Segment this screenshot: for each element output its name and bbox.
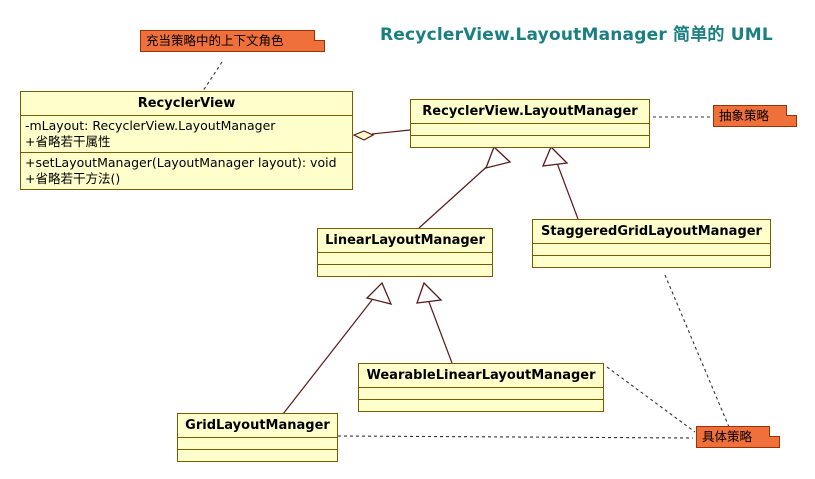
- class-attributes-gridlayoutmanager: [178, 438, 337, 450]
- class-attributes-staggeredgridlayoutmanager: [533, 244, 770, 256]
- class-box-gridlayoutmanager[interactable]: GridLayoutManager: [177, 413, 338, 462]
- note-fold-corner-icon: [786, 105, 797, 116]
- class-name-gridlayoutmanager: GridLayoutManager: [178, 414, 337, 438]
- note-context-role-label: 充当策略中的上下文角色: [146, 33, 284, 48]
- attribute-row: -mLayout: RecyclerView.LayoutManager: [25, 118, 276, 133]
- note-fold-corner-icon: [769, 426, 780, 437]
- edge-note-grid-concrete: [337, 435, 694, 439]
- edge-note-staggered-concrete: [664, 274, 730, 428]
- class-box-staggeredgridlayoutmanager[interactable]: StaggeredGridLayoutManager: [532, 219, 771, 268]
- class-box-linearlayoutmanager[interactable]: LinearLayoutManager: [317, 228, 493, 277]
- class-methods-staggeredgridlayoutmanager: [533, 256, 770, 267]
- class-methods-layoutmanager: [411, 136, 649, 147]
- class-attributes-layoutmanager: [411, 124, 649, 136]
- class-attributes-recyclerview: -mLayout: RecyclerView.LayoutManager +省略…: [21, 116, 352, 153]
- edge-note-context-recyclerview: [202, 61, 223, 92]
- class-box-recyclerview[interactable]: RecyclerView -mLayout: RecyclerView.Layo…: [20, 91, 353, 190]
- class-attributes-wearablelinearlayoutmanager: [359, 388, 603, 400]
- note-fold-corner-icon: [314, 30, 325, 41]
- class-methods-gridlayoutmanager: [178, 450, 337, 461]
- class-name-wearablelinearlayoutmanager: WearableLinearLayoutManager: [359, 364, 603, 388]
- class-name-linearlayoutmanager: LinearLayoutManager: [318, 229, 492, 253]
- method-row: +setLayoutManager(LayoutManager layout):…: [25, 155, 337, 170]
- class-methods-wearablelinearlayoutmanager: [359, 400, 603, 411]
- attribute-row: +省略若干属性: [25, 134, 111, 149]
- edge-aggregation-recyclerview-layoutmanager: [352, 129, 411, 141]
- note-concrete-strategy-label: 具体策略: [702, 429, 753, 444]
- note-abstract-strategy-label: 抽象策略: [719, 108, 770, 123]
- class-name-layoutmanager: RecyclerView.LayoutManager: [411, 100, 649, 124]
- note-context-role: 充当策略中的上下文角色: [140, 30, 325, 52]
- edge-generalization-wearable-linear: [416, 281, 453, 364]
- class-name-recyclerview: RecyclerView: [21, 92, 352, 116]
- note-abstract-strategy: 抽象策略: [713, 105, 797, 127]
- class-name-staggeredgridlayoutmanager: StaggeredGridLayoutManager: [533, 220, 770, 244]
- note-concrete-strategy: 具体策略: [696, 426, 780, 448]
- edge-generalization-linear-layoutmanager: [418, 145, 512, 229]
- class-methods-recyclerview: +setLayoutManager(LayoutManager layout):…: [21, 153, 352, 189]
- class-methods-linearlayoutmanager: [318, 265, 492, 276]
- edge-note-wearable-concrete: [606, 366, 696, 433]
- class-box-wearablelinearlayoutmanager[interactable]: WearableLinearLayoutManager: [358, 363, 604, 412]
- method-row: +省略若干方法(): [25, 171, 121, 186]
- class-box-layoutmanager[interactable]: RecyclerView.LayoutManager: [410, 99, 650, 148]
- page-title: RecyclerView.LayoutManager 简单的 UML: [380, 25, 773, 45]
- edge-generalization-staggered-layoutmanager: [541, 145, 579, 220]
- class-attributes-linearlayoutmanager: [318, 253, 492, 265]
